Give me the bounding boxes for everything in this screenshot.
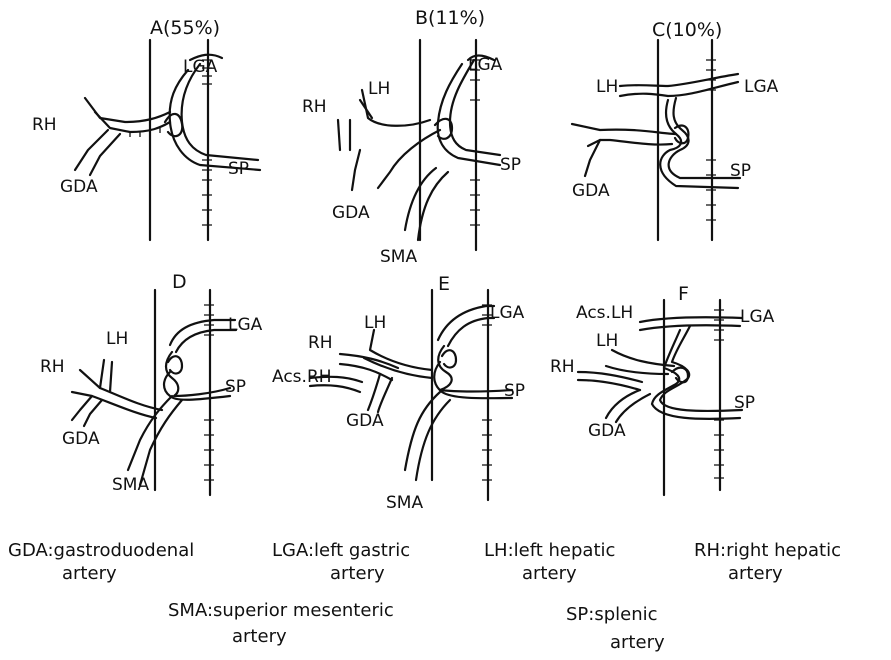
legend-gda-line1: GDA:gastroduodenal (8, 540, 194, 561)
panel-c-sp-label: SP (730, 161, 751, 181)
legend: GDA:gastroduodenal artery LGA:left gastr… (8, 540, 841, 653)
legend-lh-line1: LH:left hepatic (484, 540, 615, 561)
legend-rh-line1: RH:right hepatic (694, 540, 841, 561)
panel-e-sma-label: SMA (386, 493, 423, 513)
panel-b-sp-label: SP (500, 155, 521, 175)
panel-e: E LGA LH RH Acs.RH SP GDA SMA (272, 273, 525, 513)
panel-d-title: D (172, 271, 187, 293)
panel-e-sp-label: SP (504, 381, 525, 401)
panel-d-gda-label: GDA (62, 429, 100, 449)
panel-c-title: C(10%) (652, 19, 722, 41)
panel-f-lga-label: LGA (740, 307, 775, 327)
panel-b-lh-label: LH (368, 79, 390, 99)
panel-f-title: F (678, 283, 689, 305)
panel-b-sma-label: SMA (380, 247, 417, 267)
panel-d-rh-label: RH (40, 357, 65, 377)
panel-c: C(10%) LH LGA SP GDA (572, 19, 779, 240)
panel-d-sma-label: SMA (112, 475, 149, 495)
panel-a-sp-label: SP (228, 159, 249, 179)
legend-sp-line2: artery (610, 632, 665, 653)
legend-sma-line2: artery (232, 626, 287, 647)
panel-d-lh-label: LH (106, 329, 128, 349)
panel-b-lga-label: LGA (468, 55, 503, 75)
legend-sma-line1: SMA:superior mesenteric (168, 600, 394, 621)
panel-f-lh-label: LH (596, 331, 618, 351)
legend-rh-line2: artery (728, 563, 783, 584)
panel-e-title: E (438, 273, 450, 295)
panel-b-gda-label: GDA (332, 203, 370, 223)
panel-f: F Acs.LH LGA LH RH SP GDA (550, 283, 775, 495)
panel-f-gda-label: GDA (588, 421, 626, 441)
celiac-a (75, 55, 260, 175)
legend-lh-line2: artery (522, 563, 577, 584)
panel-b-rh-label: RH (302, 97, 327, 117)
panel-a-title: A(55%) (150, 17, 220, 39)
legend-gda-line2: artery (62, 563, 117, 584)
panel-c-lga-label: LGA (744, 77, 779, 97)
panel-e-gda-label: GDA (346, 411, 384, 431)
legend-sp-line1: SP:splenic (566, 604, 658, 625)
panel-a: A(55%) LGA RH GDA SP (32, 17, 260, 240)
panel-f-acs-lh-label: Acs.LH (576, 303, 633, 323)
panel-e-lga-label: LGA (490, 303, 525, 323)
panel-d-sp-label: SP (225, 377, 246, 397)
panel-b: B(11%) LGA LH RH SP GDA SMA (302, 7, 521, 267)
panel-e-acs-rh-label: Acs.RH (272, 367, 332, 387)
panel-d: D LGA LH RH SP GDA SMA (40, 271, 263, 495)
aorta-e (432, 290, 492, 500)
legend-lga-line1: LGA:left gastric (272, 540, 410, 561)
panel-b-title: B(11%) (415, 7, 485, 29)
legend-lga-line2: artery (330, 563, 385, 584)
panel-e-rh-label: RH (308, 333, 333, 353)
panel-c-gda-label: GDA (572, 181, 610, 201)
panel-e-lh-label: LH (364, 313, 386, 333)
panel-a-lga-label: LGA (183, 57, 218, 77)
panel-a-rh-label: RH (32, 115, 57, 135)
aorta-f (664, 300, 724, 495)
celiac-e (310, 306, 512, 480)
panel-f-sp-label: SP (734, 393, 755, 413)
panel-f-rh-label: RH (550, 357, 575, 377)
panel-a-gda-label: GDA (60, 177, 98, 197)
panel-c-lh-label: LH (596, 77, 618, 97)
panel-d-lga-label: LGA (228, 315, 263, 335)
